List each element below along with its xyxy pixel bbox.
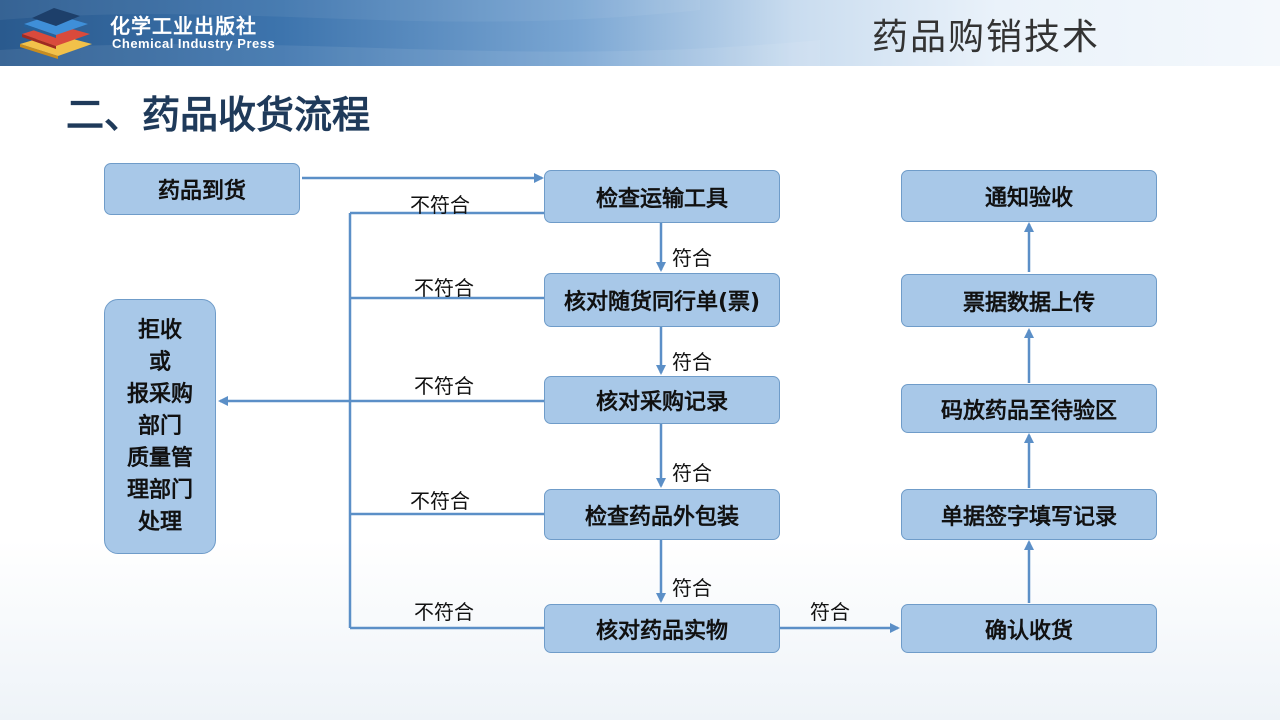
reject-line: 或 [148,349,171,375]
page-title: 二、药品收货流程 [66,93,371,137]
step-check-delivery-note: 核对随货同行单(票) [544,273,780,327]
step-inspect-transport: 检查运输工具 [544,170,780,223]
step-check-goods: 核对药品实物 [544,604,780,653]
step-sign-record: 单据签字填写记录 [901,489,1157,540]
books-logo-icon [20,8,92,59]
label-pass-5: 符合 [810,600,850,624]
label-pass-3: 符合 [672,461,712,485]
label-pass-4: 符合 [672,576,712,600]
reject-line: 拒收 [137,317,182,343]
label-pass-1: 符合 [672,246,712,270]
step-check-purchase-record: 核对采购记录 [544,376,780,424]
step-stack-pending-area: 码放药品至待验区 [901,384,1157,433]
label-fail-2: 不符合 [414,276,474,300]
publisher-name-en: Chemical Industry Press [112,36,276,51]
label-fail-5: 不符合 [414,600,474,624]
course-title: 药品购销技术 [872,17,1101,58]
reject-line: 质量管 [126,445,193,471]
label-fail-3: 不符合 [414,374,474,398]
arrival-box: 药品到货 [104,163,300,215]
reject-line: 部门 [137,413,182,439]
step-upload-data: 票据数据上传 [901,274,1157,327]
label-fail-4: 不符合 [410,489,470,513]
label-fail-1: 不符合 [410,193,470,217]
reject-line: 处理 [137,509,182,535]
header-bar: 化学工业出版社 Chemical Industry Press 药品购销技术 [0,0,1280,66]
step-inspect-packaging: 检查药品外包装 [544,489,780,540]
step-confirm-receipt: 确认收货 [901,604,1157,653]
reject-line: 理部门 [126,477,193,503]
label-pass-2: 符合 [672,350,712,374]
step-notify-acceptance: 通知验收 [901,170,1157,222]
publisher-name-cn: 化学工业出版社 [110,14,257,38]
reject-handler-box: 拒收 或 报采购 部门 质量管 理部门 处理 [104,299,216,554]
header-wave-decoration [0,0,820,66]
reject-line: 报采购 [126,381,193,407]
